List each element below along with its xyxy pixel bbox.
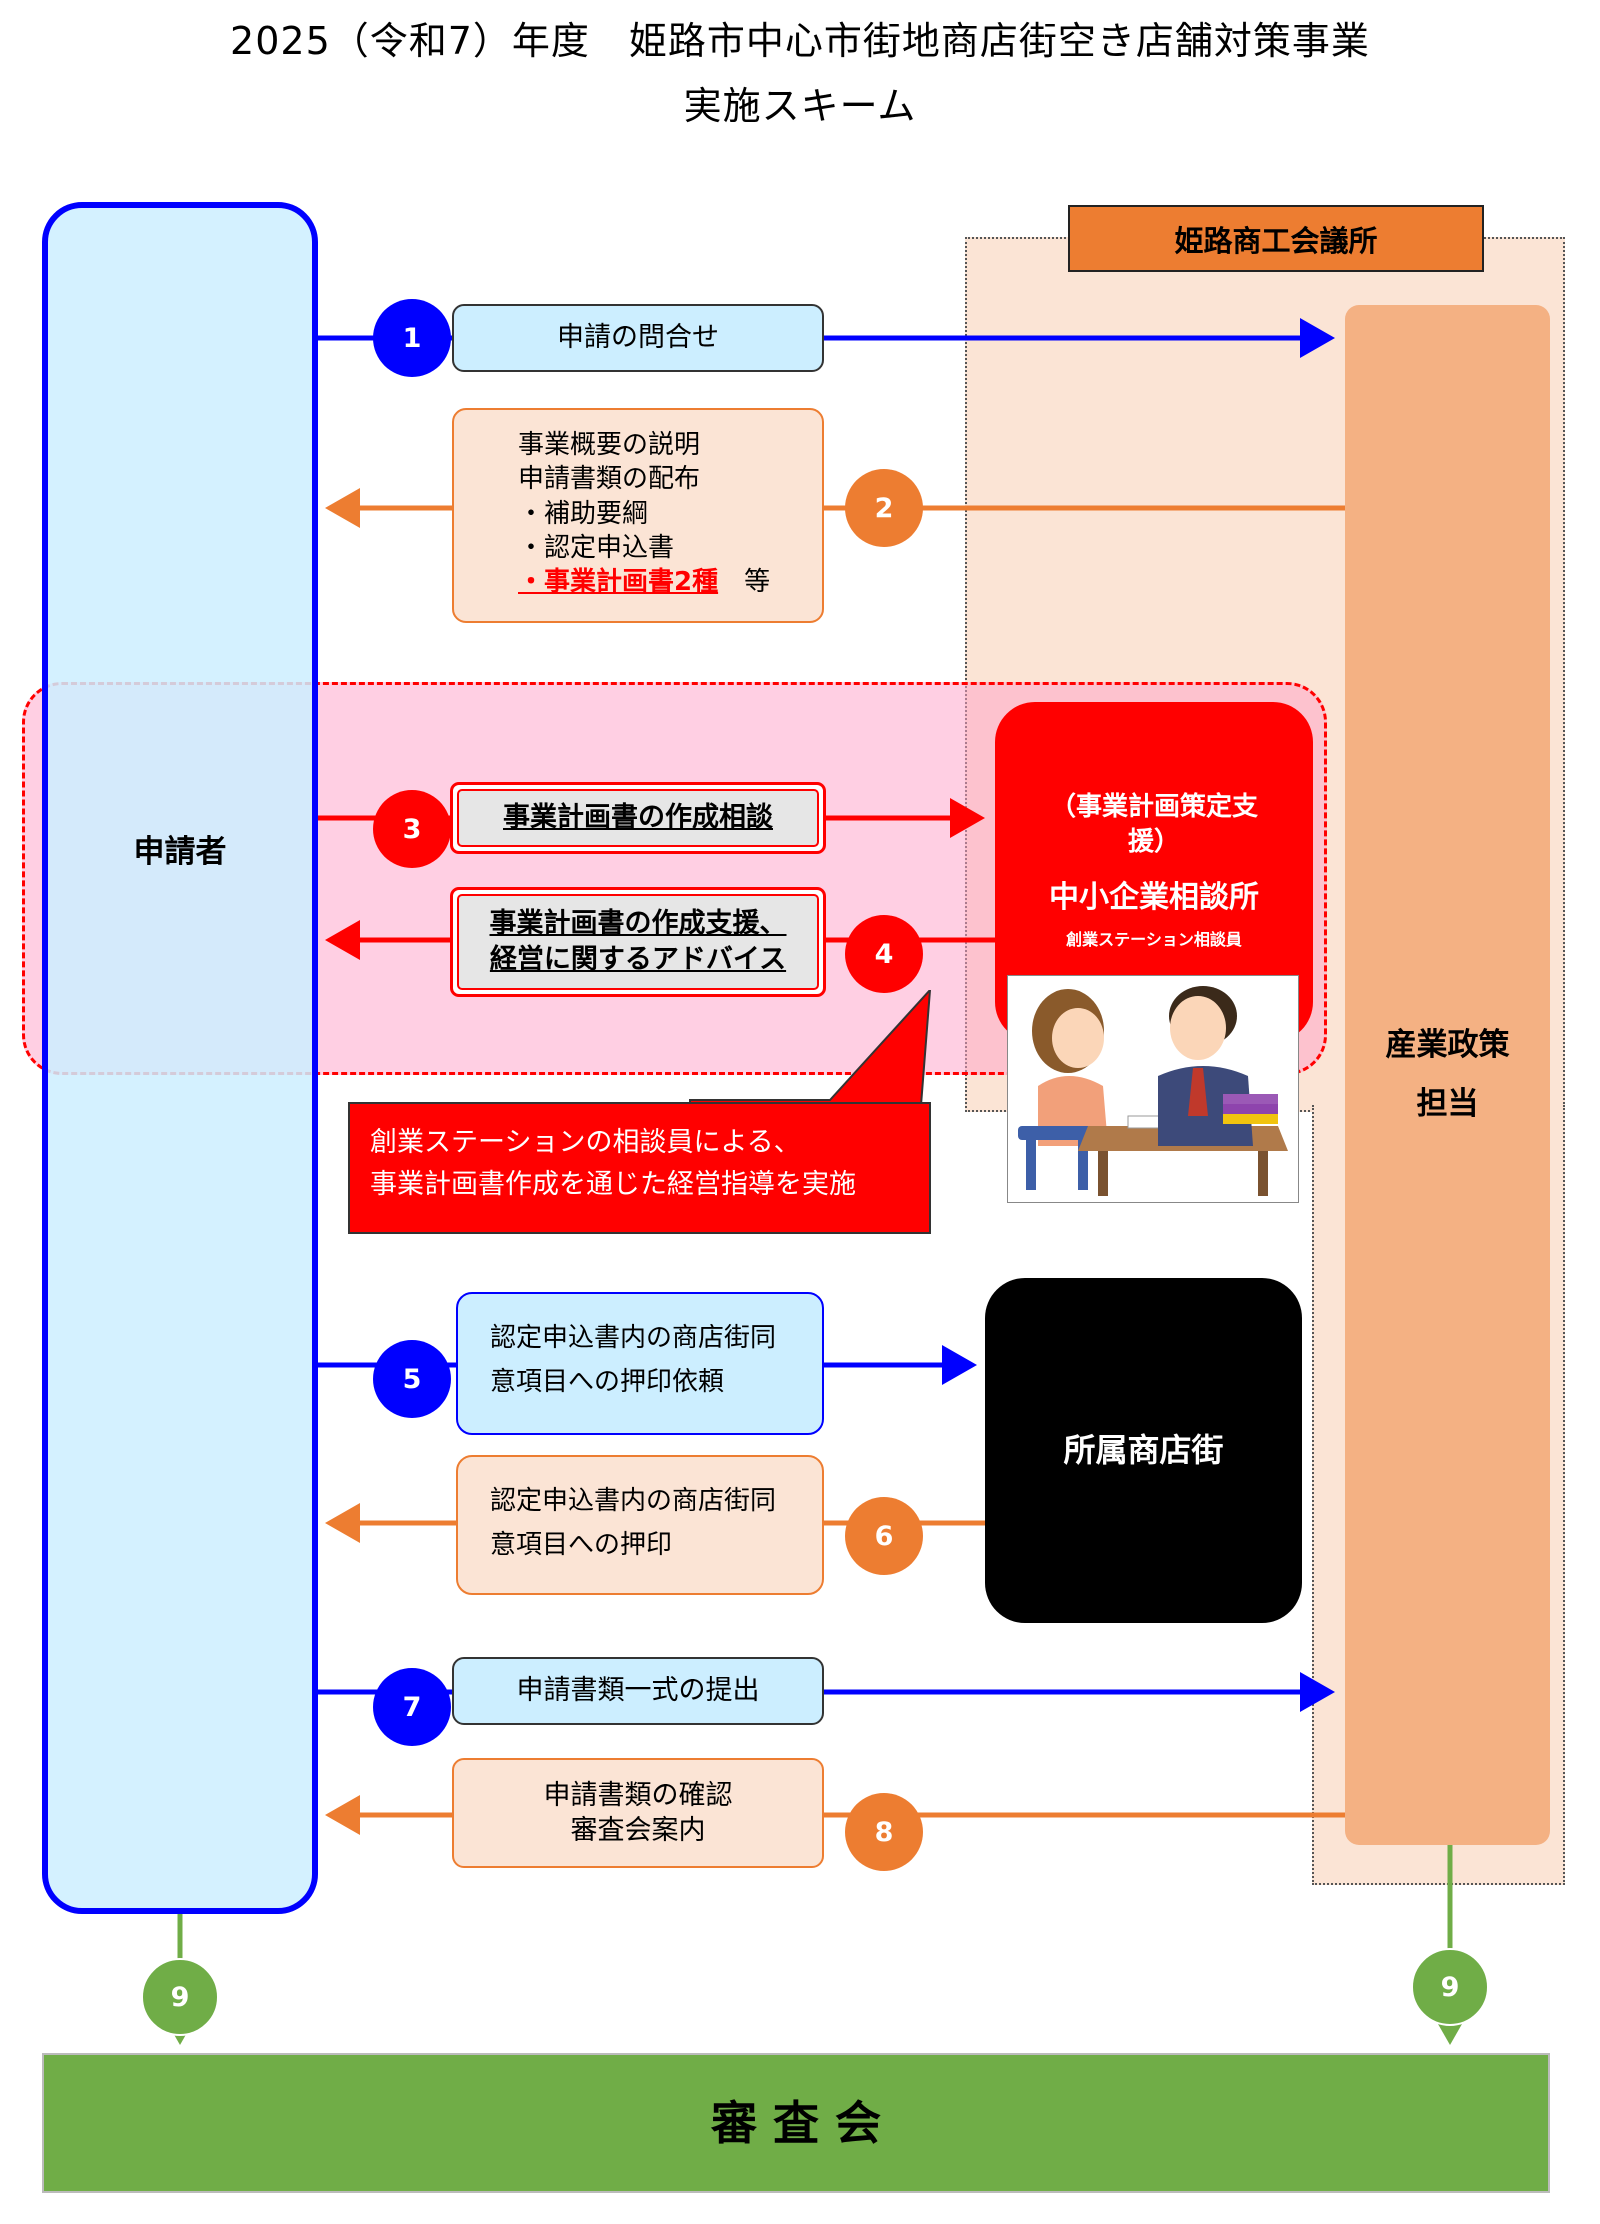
step4-text: 事業計画書の作成支援、経営に関するアドバイス <box>457 894 819 990</box>
step2-line4: ・認定申込書 <box>518 532 675 563</box>
step1-number: 1 <box>373 299 451 377</box>
step4-box: 事業計画書の作成支援、経営に関するアドバイス <box>450 887 826 997</box>
policy-dept-line2: 担当 <box>1416 1086 1479 1122</box>
step3-number: 3 <box>373 790 451 868</box>
step2-box: 事業概要の説明 申請書類の配布 ・補助要綱 ・認定申込書 ・事業計画書2種 等 <box>452 408 824 623</box>
step5-number: 5 <box>373 1340 451 1418</box>
step5-box: 認定申込書内の商店街同 意項目への押印依頼 <box>456 1292 824 1435</box>
sme-center-sub: （事業計画策定支援） <box>1049 792 1258 858</box>
applicant-label: 申請者 <box>133 834 227 871</box>
step9-left-number: 9 <box>141 1958 219 2036</box>
page-title: 2025（令和7）年度 姫路市中心市街地商店街空き店舗対策事業 <box>230 19 1370 63</box>
step4-number: 4 <box>845 915 923 993</box>
step1-box: 申請の問合せ <box>452 304 824 372</box>
callout-line2: 事業計画書作成を通じた経営指導を実施 <box>370 1168 856 1200</box>
step7-number: 7 <box>373 1668 451 1746</box>
policy-dept: 産業政策 担当 <box>1345 305 1550 1845</box>
step2-line2: 申請書類の配布 <box>518 464 701 495</box>
step8-line2: 審査会案内 <box>570 1815 706 1846</box>
step8-box: 申請書類の確認 審査会案内 <box>452 1758 824 1868</box>
step2-line5: ・事業計画書2種 等 <box>518 565 822 599</box>
step6-number: 6 <box>845 1497 923 1575</box>
cci-label: 姫路商工会議所 <box>1068 205 1484 272</box>
sme-center-note: 創業ステーション相談員 <box>1066 929 1242 949</box>
review-committee-label: 審 査 会 <box>710 2095 882 2150</box>
applicant: 申請者 <box>42 202 318 1914</box>
step7-box: 申請書類一式の提出 <box>452 1657 824 1725</box>
sme-center-name: 中小企業相談所 <box>1049 880 1259 916</box>
consultation-illustration <box>1007 975 1299 1203</box>
step2-line5-highlight: ・事業計画書2種 <box>518 567 719 598</box>
page-subtitle: 実施スキーム <box>683 84 917 128</box>
policy-dept-line1: 産業政策 <box>1385 1027 1510 1064</box>
callout: 創業ステーションの相談員による、 事業計画書作成を通じた経営指導を実施 <box>348 1102 931 1234</box>
shotengai: 所属商店街 <box>985 1278 1302 1623</box>
step9-right-number: 9 <box>1411 1948 1489 2026</box>
step6-line1: 認定申込書内の商店街同 <box>490 1486 777 1516</box>
step1-text: 申請の問合せ <box>557 321 719 353</box>
step2-line1: 事業概要の説明 <box>518 430 701 460</box>
review-committee: 審 査 会 <box>42 2053 1550 2193</box>
step2-line5-tail: 等 <box>718 567 771 598</box>
step4-line1: 事業計画書の作成支援、 <box>489 907 787 939</box>
step5-line2: 意項目への押印依頼 <box>490 1367 725 1398</box>
shotengai-label: 所属商店街 <box>1063 1430 1224 1469</box>
step2-number: 2 <box>845 469 923 547</box>
consultation-illustration-svg <box>1018 986 1288 1196</box>
step6-line2: 意項目への押印 <box>490 1530 673 1561</box>
step5-line1: 認定申込書内の商店街同 <box>490 1323 777 1353</box>
step7-text: 申請書類一式の提出 <box>516 1674 760 1706</box>
cci-label-text: 姫路商工会議所 <box>1174 223 1378 258</box>
step8-number: 8 <box>845 1793 923 1871</box>
step3-text: 事業計画書の作成相談 <box>457 789 819 847</box>
step2-line3: ・補助要綱 <box>518 498 649 529</box>
step3-box: 事業計画書の作成相談 <box>450 782 826 854</box>
step8-line1: 申請書類の確認 <box>543 1779 733 1811</box>
callout-line1: 創業ステーションの相談員による、 <box>370 1127 801 1158</box>
step6-box: 認定申込書内の商店街同 意項目への押印 <box>456 1455 824 1595</box>
step4-line2: 経営に関するアドバイス <box>489 944 787 975</box>
